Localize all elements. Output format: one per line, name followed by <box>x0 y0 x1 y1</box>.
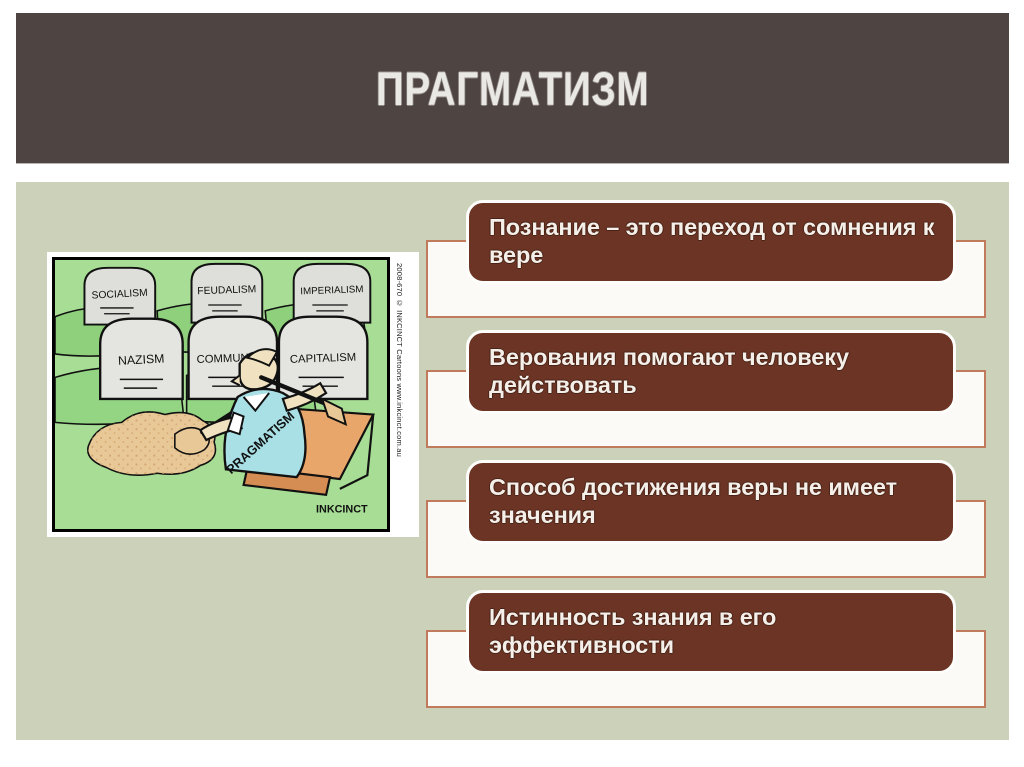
callout-item[interactable]: Познание – это переход от сомнения к вер… <box>426 200 988 320</box>
callout-label: Верования помогают человеку действовать <box>489 344 849 398</box>
svg-text:INKCINCT: INKCINCT <box>316 503 368 515</box>
title-banner: ПРАГМАТИЗМ <box>16 13 1009 163</box>
cartoon-image: SOCIALISM FEUDALISM IMPERIALISM <box>52 257 414 532</box>
callout-list: Познание – это переход от сомнения к вер… <box>426 200 996 730</box>
callout-chip[interactable]: Способ достижения веры не имеет значения <box>466 460 956 544</box>
callout-chip[interactable]: Истинность знания в его эффективности <box>466 590 956 674</box>
callout-chip[interactable]: Познание – это переход от сомнения к вер… <box>466 200 956 284</box>
callout-label: Познание – это переход от сомнения к вер… <box>489 214 935 268</box>
callout-item[interactable]: Истинность знания в его эффективности <box>426 590 988 710</box>
page-title: ПРАГМАТИЗМ <box>375 61 650 115</box>
svg-text:IMPERIALISM: IMPERIALISM <box>300 284 364 297</box>
cartoon-canvas: SOCIALISM FEUDALISM IMPERIALISM <box>52 257 390 532</box>
cartoon-svg: SOCIALISM FEUDALISM IMPERIALISM <box>55 260 387 529</box>
slide-body: SOCIALISM FEUDALISM IMPERIALISM <box>16 182 1009 740</box>
callout-item[interactable]: Способ достижения веры не имеет значения <box>426 460 988 580</box>
cartoon-image-frame: SOCIALISM FEUDALISM IMPERIALISM <box>47 252 419 537</box>
callout-item[interactable]: Верования помогают человеку действовать <box>426 330 988 450</box>
callout-label: Истинность знания в его эффективности <box>489 604 777 658</box>
svg-text:SOCIALISM: SOCIALISM <box>91 288 148 302</box>
callout-chip[interactable]: Верования помогают человеку действовать <box>466 330 956 414</box>
svg-text:FEUDALISM: FEUDALISM <box>197 284 256 297</box>
cartoon-credit: 2008-670 © INKCINCT Cartoons www.inkcinc… <box>395 263 404 457</box>
svg-text:NAZISM: NAZISM <box>118 352 165 368</box>
callout-label: Способ достижения веры не имеет значения <box>489 474 897 528</box>
svg-text:CAPITALISM: CAPITALISM <box>290 352 357 366</box>
